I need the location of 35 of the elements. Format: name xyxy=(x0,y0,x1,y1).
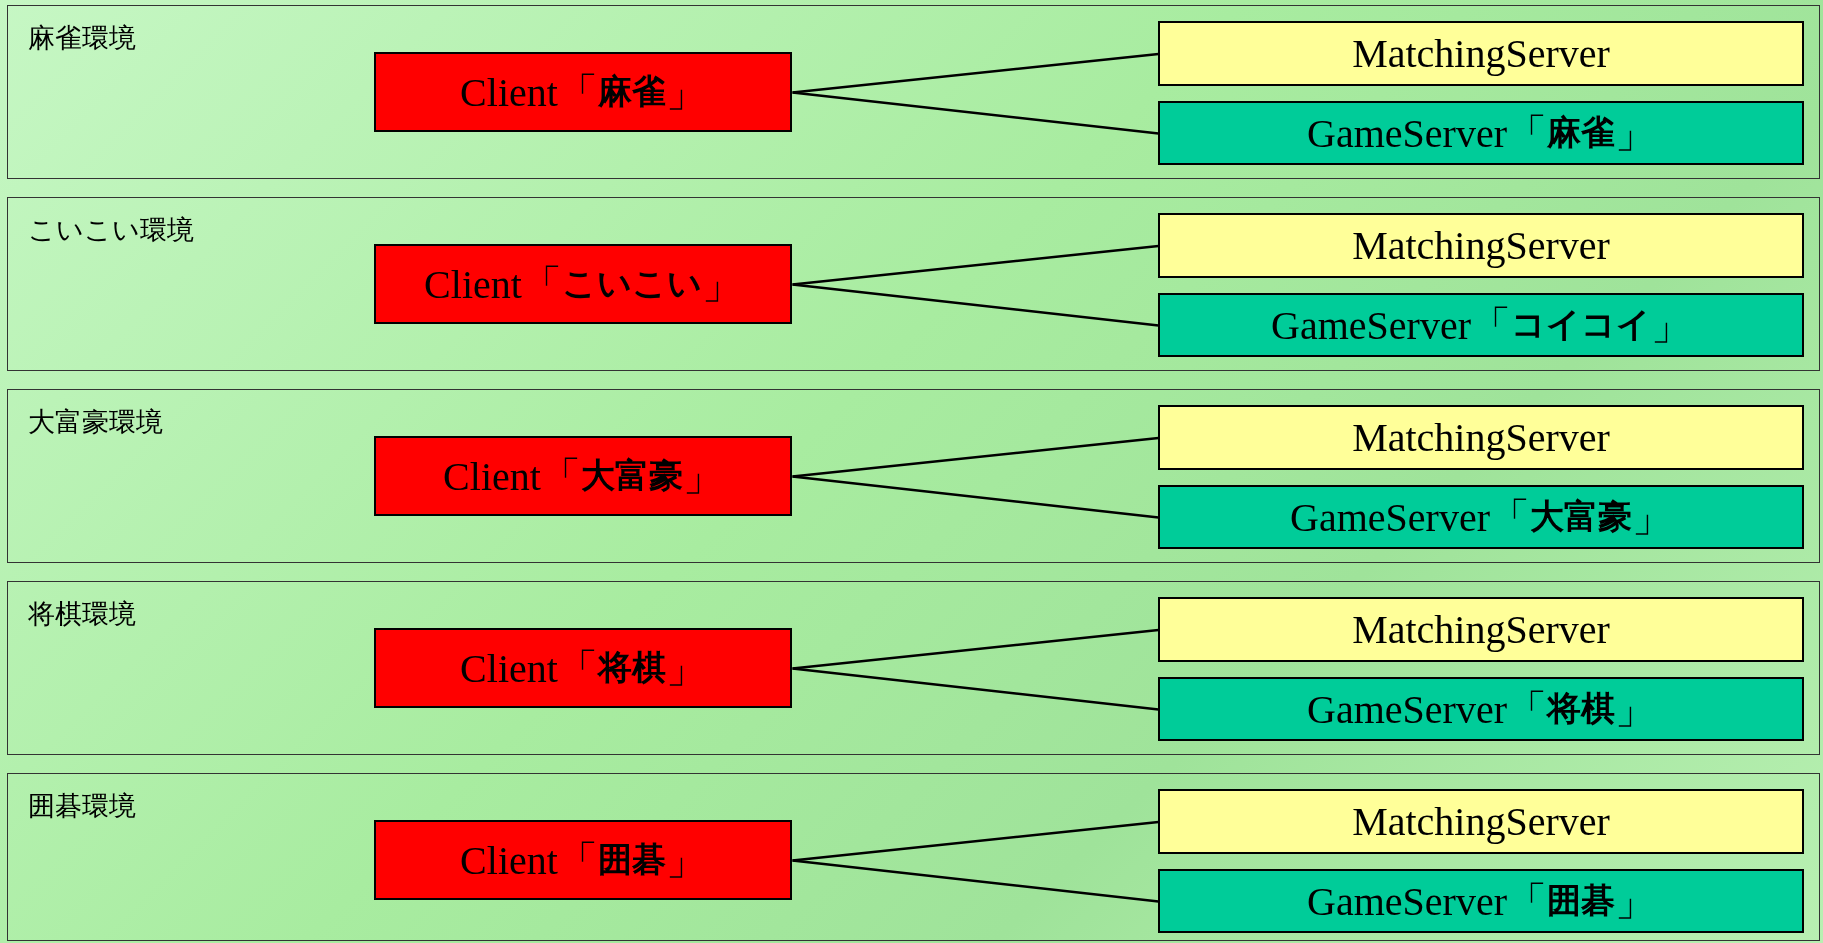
server-box: MatchingServer xyxy=(1158,21,1804,86)
server-box: GameServer「コイコイ」 xyxy=(1158,293,1804,357)
section-panel xyxy=(7,5,1820,179)
connector-line xyxy=(792,475,1159,519)
section-panel xyxy=(7,197,1820,371)
connector-line xyxy=(792,628,1159,670)
section-panel xyxy=(7,581,1820,755)
section-heading: 囲碁環境 xyxy=(28,789,136,823)
connector-line xyxy=(792,283,1159,327)
connector-line xyxy=(792,52,1159,94)
connector-line xyxy=(792,436,1159,478)
client-box: Client「こいこい」 xyxy=(374,244,792,324)
connector-line xyxy=(792,667,1159,711)
client-box: Client「麻雀」 xyxy=(374,52,792,132)
server-box: GameServer「大富豪」 xyxy=(1158,485,1804,549)
section-heading: 将棋環境 xyxy=(28,597,136,631)
section-heading: こいこい環境 xyxy=(28,213,194,247)
server-box: MatchingServer xyxy=(1158,597,1804,662)
section-heading: 大富豪環境 xyxy=(28,405,163,439)
connector-line xyxy=(792,91,1159,135)
connector-line xyxy=(792,820,1159,862)
server-box: GameServer「麻雀」 xyxy=(1158,101,1804,165)
section-panel xyxy=(7,773,1820,941)
connector-line xyxy=(792,859,1159,903)
server-box: MatchingServer xyxy=(1158,213,1804,278)
server-box: GameServer「囲碁」 xyxy=(1158,869,1804,933)
section-panel xyxy=(7,389,1820,563)
client-box: Client「将棋」 xyxy=(374,628,792,708)
connector-line xyxy=(792,244,1159,286)
client-box: Client「囲碁」 xyxy=(374,820,792,900)
section-heading: 麻雀環境 xyxy=(28,21,136,55)
client-box: Client「大富豪」 xyxy=(374,436,792,516)
server-box: GameServer「将棋」 xyxy=(1158,677,1804,741)
server-box: MatchingServer xyxy=(1158,789,1804,854)
server-box: MatchingServer xyxy=(1158,405,1804,470)
